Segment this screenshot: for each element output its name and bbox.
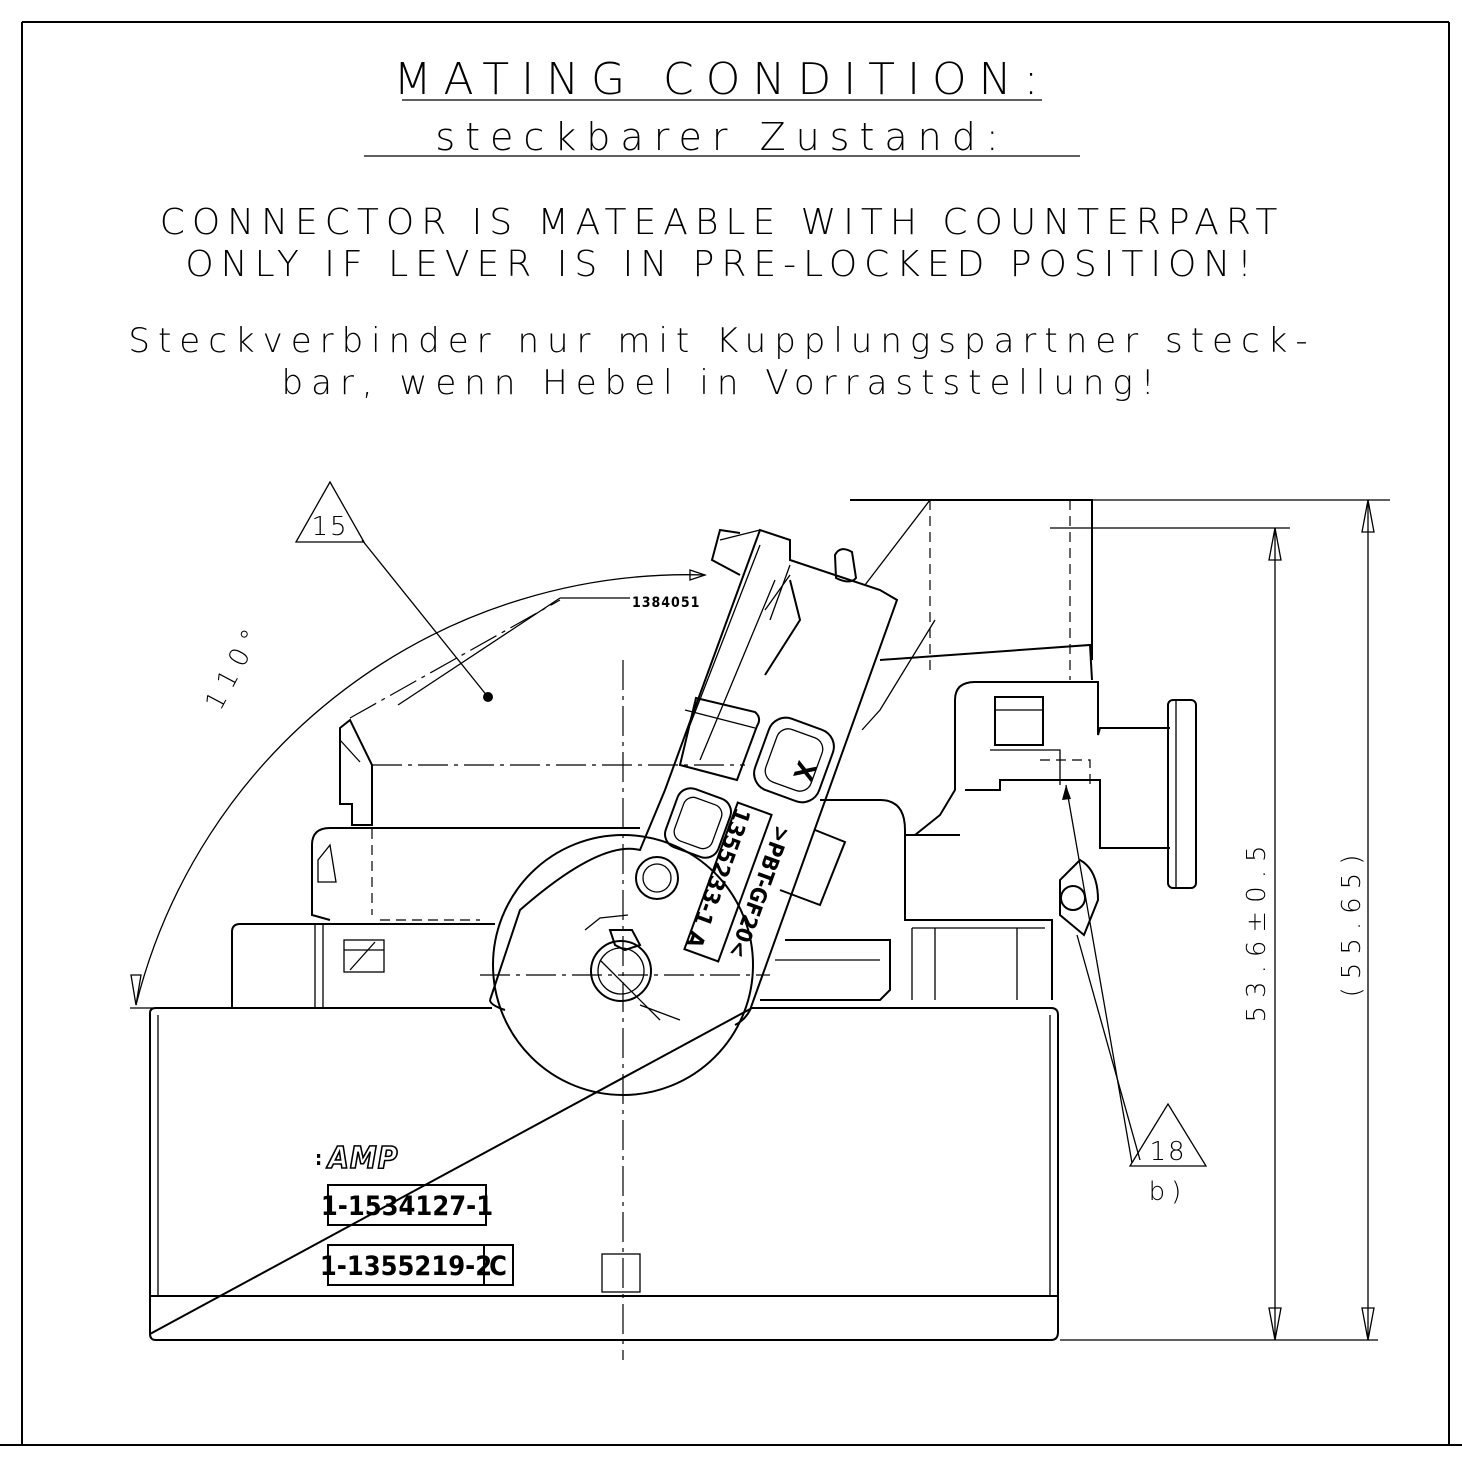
note-en-line2: ONLY IF LEVER IS IN PRE-LOCKED POSITION! bbox=[185, 244, 1258, 285]
part-number-2: 1-1355219-2 bbox=[320, 1251, 492, 1282]
housing-base bbox=[148, 1007, 1059, 1341]
callout-18-sub: b) bbox=[1149, 1177, 1188, 1207]
revision-letter: C bbox=[489, 1251, 507, 1282]
angle-110-dimension: 110° bbox=[130, 569, 708, 1009]
height-dimension: 53.6±0.5 bbox=[1242, 837, 1272, 1022]
note-de-line2: bar, wenn Hebel in Vorraststellung! bbox=[282, 363, 1163, 403]
dimension-53-6: 53.6±0.5 bbox=[1060, 527, 1378, 1341]
reference-height-dimension: (55.65) bbox=[1337, 847, 1367, 998]
locking-lever: X 1355233-1 A >PBT-GF20< bbox=[489, 528, 899, 1096]
callout-15: 15 bbox=[294, 480, 493, 702]
seal-mark: 1384051 bbox=[632, 595, 700, 611]
callout-18: 18 b) bbox=[1062, 784, 1208, 1207]
base-markings: : AMP 1-1534127-1 1-1355219-2 C bbox=[315, 1140, 514, 1286]
housing-right-side bbox=[820, 499, 1390, 1000]
brand-mark: AMP bbox=[326, 1141, 399, 1176]
brand-logo: : bbox=[315, 1146, 322, 1170]
dimension-55-65: (55.65) bbox=[1337, 499, 1375, 1341]
angle-label: 110° bbox=[200, 618, 271, 716]
part-number-1: 1-1534127-1 bbox=[321, 1191, 493, 1222]
housing-mid-deck bbox=[231, 829, 891, 1008]
housing-rear-outline: 1384051 bbox=[311, 595, 745, 921]
lever-x-symbol: X bbox=[786, 757, 820, 784]
note-de-line1: Steckverbinder nur mit Kupplungspartner … bbox=[128, 321, 1315, 361]
title-de: steckbarer Zustand: bbox=[435, 115, 1008, 159]
drawing-frame bbox=[0, 21, 1462, 1446]
title-en: MATING CONDITION: bbox=[394, 54, 1051, 105]
callout-18-label: 18 bbox=[1149, 1137, 1186, 1167]
note-en-line1: CONNECTOR IS MATEABLE WITH COUNTERPART bbox=[160, 202, 1285, 243]
callout-15-label: 15 bbox=[311, 512, 348, 542]
